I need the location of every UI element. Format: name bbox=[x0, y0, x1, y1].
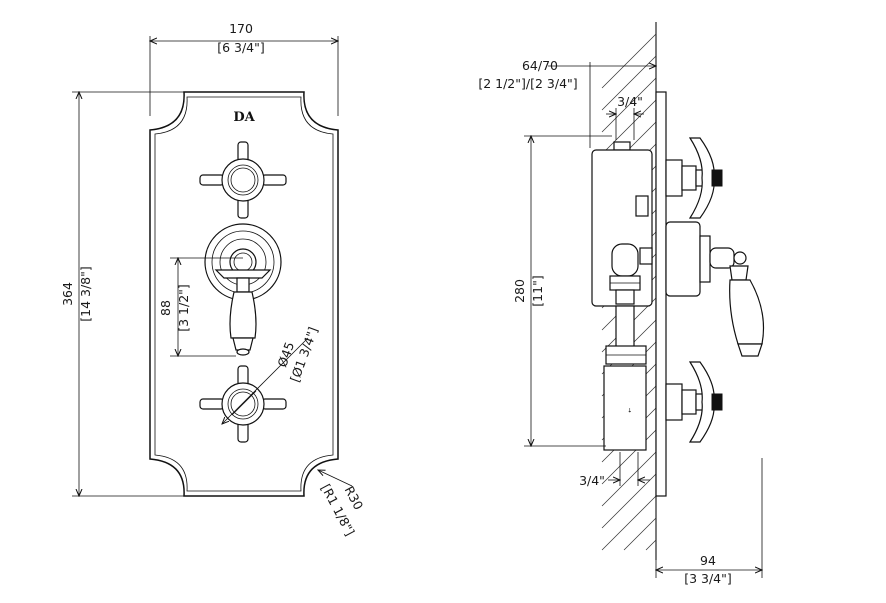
flow-arrow-label: → bbox=[626, 407, 633, 412]
width-dim-label: 170 bbox=[229, 21, 253, 36]
side-view: → bbox=[478, 22, 765, 586]
valve-body: → bbox=[591, 141, 653, 451]
brand-logo: DA bbox=[233, 110, 255, 125]
depth-dim-inch-label: [2 1/2"]/[2 3/4"] bbox=[478, 76, 577, 91]
side-height-dimension: 280 [11"] bbox=[512, 136, 612, 446]
lever-dimension: 88 [3 1/2"] bbox=[158, 258, 243, 356]
top-pipe-dimension: 3/4" bbox=[606, 94, 644, 140]
faceplate-inner-outline bbox=[154, 96, 334, 492]
faceplate-outline bbox=[149, 91, 339, 497]
side-bottom-cross-handle bbox=[665, 361, 723, 443]
side-central-lever bbox=[665, 221, 765, 357]
depth-dim-label: 64/70 bbox=[522, 58, 558, 73]
lever-dim-label: 88 bbox=[158, 300, 173, 316]
height-dimension: 364 [14 3/8"] bbox=[60, 92, 184, 496]
bottom-pipe-dimension: 3/4" bbox=[579, 452, 650, 488]
width-dim-inch-label: [6 3/4"] bbox=[217, 40, 265, 55]
side-top-cross-handle bbox=[665, 137, 723, 219]
height-dim-inch-label: [14 3/8"] bbox=[78, 266, 93, 322]
top-cross-handle bbox=[199, 141, 287, 219]
side-faceplate bbox=[655, 91, 667, 497]
projection-dim-inch-label: [3 3/4"] bbox=[684, 571, 732, 586]
top-pipe-label: 3/4" bbox=[617, 94, 643, 109]
bottom-cross-handle bbox=[199, 365, 287, 443]
depth-dimension: 64/70 [2 1/2"]/[2 3/4"] bbox=[478, 58, 656, 148]
side-height-dim-inch-label: [11"] bbox=[530, 275, 545, 306]
bottom-pipe-label: 3/4" bbox=[579, 473, 605, 488]
projection-dimension: 94 [3 3/4"] bbox=[656, 458, 762, 586]
lever-dim-inch-label: [3 1/2"] bbox=[176, 284, 191, 332]
side-height-dim-label: 280 bbox=[512, 279, 527, 303]
front-view: DA bbox=[60, 21, 366, 538]
radius-dimension: R30 [R1 1/8"] bbox=[318, 470, 366, 538]
height-dim-label: 364 bbox=[60, 282, 75, 306]
width-dimension: 170 [6 3/4"] bbox=[150, 21, 338, 116]
projection-dim-label: 94 bbox=[700, 553, 716, 568]
central-lever bbox=[204, 223, 282, 356]
